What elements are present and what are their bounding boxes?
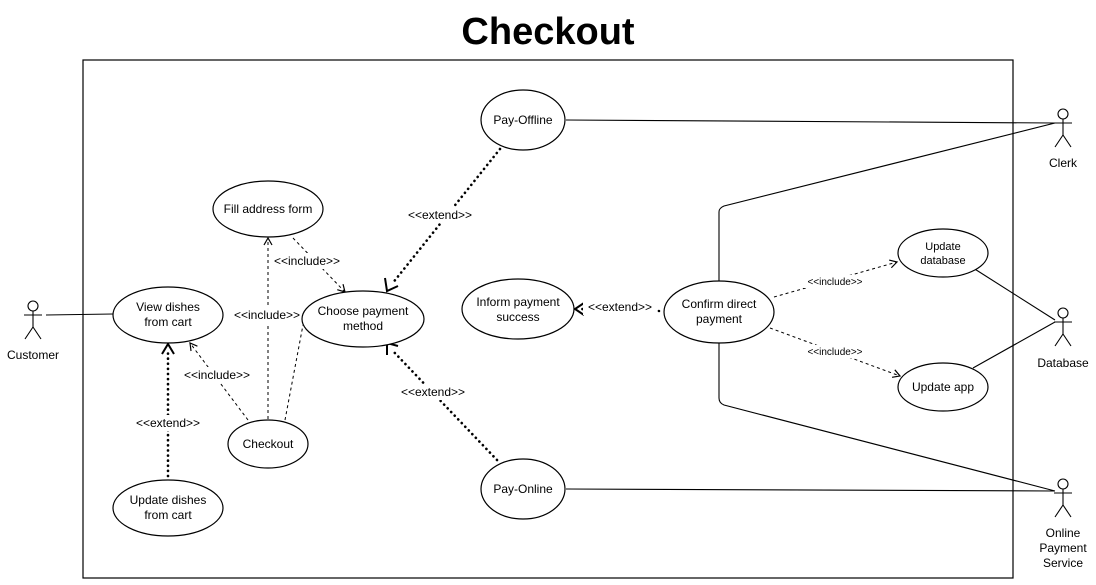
include-confirm-app xyxy=(769,327,902,378)
actor-clerk-label: Clerk xyxy=(1049,156,1078,170)
system-boundary xyxy=(82,59,1014,579)
include-checkout-choose-line xyxy=(284,324,304,421)
svg-text:Fill address form: Fill address form xyxy=(224,202,313,216)
use-case-update-database[interactable]: Update database xyxy=(897,228,989,278)
use-case-pay-online[interactable]: Pay-Online xyxy=(480,458,566,520)
svg-text:Choose payment: Choose payment xyxy=(318,304,409,318)
actor-database[interactable] xyxy=(1054,307,1072,347)
use-case-pay-offline[interactable]: Pay-Offline xyxy=(480,89,566,151)
actor-database-label: Database xyxy=(1037,356,1089,370)
use-case-update-dishes[interactable]: Update dishes from cart xyxy=(112,479,224,537)
svg-text:database: database xyxy=(920,255,965,267)
use-case-confirm-direct[interactable]: Confirm direct payment xyxy=(663,280,775,344)
label-extend-confirm: <<extend>> xyxy=(588,300,652,314)
svg-text:Confirm direct: Confirm direct xyxy=(682,297,757,311)
use-case-update-app[interactable]: Update app xyxy=(897,362,989,412)
actor-online-payment-service-label: Online Payment Service xyxy=(1039,526,1087,570)
label-include-app: <<include>> xyxy=(807,347,862,358)
extend-offline-arrowhead xyxy=(384,277,399,293)
assoc-confirm-clerk xyxy=(718,122,1056,282)
use-case-choose-payment[interactable]: Choose payment method xyxy=(301,290,425,348)
use-case-view-dishes[interactable]: View dishes from cart xyxy=(112,286,224,344)
svg-text:Pay-Offline: Pay-Offline xyxy=(493,113,552,127)
label-extend-offline: <<extend>> xyxy=(408,208,472,222)
label-extend-online: <<extend>> xyxy=(401,385,465,399)
label-include-checkout-choose: <<include>> xyxy=(234,308,300,322)
label-extend-update: <<extend>> xyxy=(136,416,200,430)
use-case-inform-payment[interactable]: Inform payment success xyxy=(461,278,575,340)
actor-customer[interactable] xyxy=(24,300,42,340)
extend-confirm-arrowhead xyxy=(573,302,585,316)
diagram-title: Checkout xyxy=(461,11,634,53)
label-include-checkout-view: <<include>> xyxy=(184,368,250,382)
svg-text:Checkout: Checkout xyxy=(243,437,294,451)
assoc-confirm-ops xyxy=(718,343,1056,492)
actor-customer-label: Customer xyxy=(7,348,59,362)
assoc-update-app-db xyxy=(972,321,1056,369)
svg-text:from cart: from cart xyxy=(144,315,192,329)
extend-online-choose xyxy=(390,348,499,462)
actor-online-payment-service[interactable] xyxy=(1054,478,1072,518)
svg-text:payment: payment xyxy=(696,312,743,326)
label-include-fill-choose: <<include>> xyxy=(274,254,340,268)
extend-arrowhead xyxy=(161,342,175,355)
svg-text:Update app: Update app xyxy=(912,380,974,394)
svg-text:Service: Service xyxy=(1043,556,1083,570)
assoc-pay-online-ops xyxy=(565,488,1056,492)
assoc-update-database-db xyxy=(969,265,1056,321)
associations xyxy=(45,119,1056,492)
use-case-fill-address[interactable]: Fill address form xyxy=(212,180,324,238)
svg-text:Payment: Payment xyxy=(1039,541,1087,555)
svg-text:Pay-Online: Pay-Online xyxy=(493,482,553,496)
label-include-database: <<include>> xyxy=(807,277,862,288)
svg-text:Online: Online xyxy=(1046,526,1081,540)
svg-text:Update dishes: Update dishes xyxy=(130,493,207,507)
svg-text:success: success xyxy=(496,310,539,324)
svg-text:Inform payment: Inform payment xyxy=(476,295,560,309)
actor-clerk[interactable] xyxy=(1054,108,1072,148)
use-case-checkout[interactable]: Checkout xyxy=(227,419,309,469)
assoc-customer-view-dishes xyxy=(45,313,114,316)
svg-text:method: method xyxy=(343,319,383,333)
svg-text:from cart: from cart xyxy=(144,508,192,522)
svg-text:Update: Update xyxy=(925,241,960,253)
svg-text:View dishes: View dishes xyxy=(136,300,200,314)
relation-labels: <<extend>> <<include>> <<include>> <<inc… xyxy=(131,207,866,431)
assoc-pay-offline-clerk xyxy=(565,119,1056,124)
